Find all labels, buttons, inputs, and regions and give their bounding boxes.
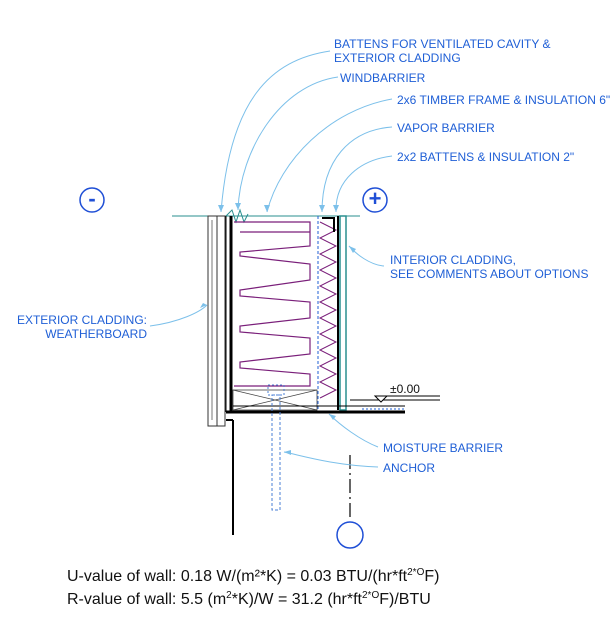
interior-side-sign: +	[368, 186, 382, 211]
label-interior-cladding-line2: SEE COMMENTS ABOUT OPTIONS	[390, 267, 589, 281]
level-marker	[373, 395, 440, 403]
label-battens-cavity-line2: EXTERIOR CLADDING	[334, 51, 461, 65]
leader-arrowheads	[200, 203, 356, 455]
label-vapor-barrier: VAPOR BARRIER	[397, 121, 495, 135]
r-value-superscript-2: 2*O	[362, 590, 380, 601]
r-value-superscript-1: 2	[226, 590, 232, 601]
label-battens-insulation: 2x2 BATTENS & INSULATION 2"	[397, 150, 575, 164]
r-value-unit: F)/BTU	[379, 591, 431, 608]
label-level: ±0.00	[390, 382, 420, 396]
interior-cladding-panel	[339, 215, 347, 411]
label-windbarrier: WINDBARRIER	[340, 71, 426, 85]
label-exterior-cladding-line1: EXTERIOR CLADDING:	[16, 313, 147, 327]
bottom-plate	[232, 389, 318, 411]
r-value-formula: R-value of wall: 5.5 (m2*K)/W = 31.2 (hr…	[67, 586, 431, 610]
anchor-symbol	[267, 384, 285, 511]
exterior-sign-circle	[79, 187, 105, 213]
u-value-formula: U-value of wall: 0.18 W/(m²*K) = 0.03 BT…	[67, 563, 439, 587]
axis-circle	[336, 521, 364, 549]
u-value-superscript: 2*O	[407, 567, 425, 578]
u-value-unit: F)	[424, 568, 440, 585]
r-value-text: R-value of wall: 5.5 (m	[67, 591, 227, 608]
top-cap	[322, 217, 335, 232]
label-anchor: ANCHOR	[383, 461, 436, 475]
label-timber-frame: 2x6 TIMBER FRAME & INSULATION 6"	[397, 93, 611, 107]
interior-sign-circle	[362, 187, 388, 213]
exterior-side-sign: -	[88, 186, 96, 211]
label-interior-cladding-line1: INTERIOR CLADDING,	[390, 253, 517, 267]
label-moisture-barrier: MOISTURE BARRIER	[383, 441, 504, 455]
label-battens-cavity-line1: BATTENS FOR VENTILATED CAVITY &	[334, 37, 551, 51]
u-value-text: U-value of wall: 0.18 W/(m²*K) = 0.03 BT…	[67, 568, 408, 585]
windbarrier-symbol	[225, 208, 249, 224]
r-value-middle: *K)/W = 31.2 (hr*ft	[231, 591, 362, 608]
weatherboard-cladding	[207, 215, 226, 427]
batten-insulation-zigzag	[318, 221, 338, 399]
timber-frame-insulation	[234, 221, 311, 387]
label-exterior-cladding-line2: WEATHERBOARD	[45, 327, 147, 341]
floor-slab	[226, 399, 440, 535]
